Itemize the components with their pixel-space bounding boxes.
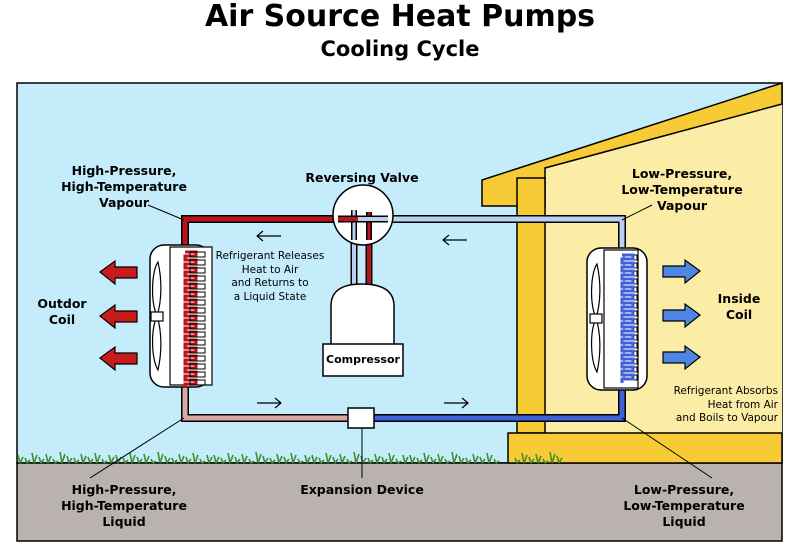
page-subtitle: Cooling Cycle	[320, 37, 480, 61]
house-roof	[481, 81, 783, 207]
arrow-icon	[99, 345, 138, 372]
arrow-icon	[257, 397, 282, 409]
fan-icon	[589, 262, 603, 374]
compressor	[322, 283, 404, 377]
house-floor	[507, 432, 783, 464]
arrow-icon	[662, 258, 701, 285]
expansion-device	[347, 407, 375, 429]
grass	[17, 451, 563, 464]
heat-absorb-arrows	[662, 258, 701, 371]
arrow-icon	[662, 344, 701, 371]
reversing-valve-label: Reversing Valve	[305, 170, 419, 185]
page-title: Air Source Heat Pumps	[204, 0, 596, 34]
flow-arrows	[256, 230, 469, 409]
arrow-icon	[444, 397, 469, 409]
indoor-coil-unit	[586, 247, 648, 391]
arrow-icon	[99, 303, 138, 330]
ground	[16, 462, 783, 542]
heat-release-arrows	[99, 259, 138, 372]
expansion-device-label: Expansion Device	[300, 482, 424, 497]
compressor-label: Compressor	[326, 353, 400, 366]
fan-icon	[150, 260, 164, 372]
arrow-icon	[99, 259, 138, 286]
leader-lines	[89, 204, 713, 479]
arrow-icon	[256, 230, 281, 242]
reversing-valve	[332, 184, 394, 246]
outdoor-coil-unit	[149, 244, 213, 388]
arrow-icon	[442, 234, 467, 246]
arrow-icon	[662, 302, 701, 329]
